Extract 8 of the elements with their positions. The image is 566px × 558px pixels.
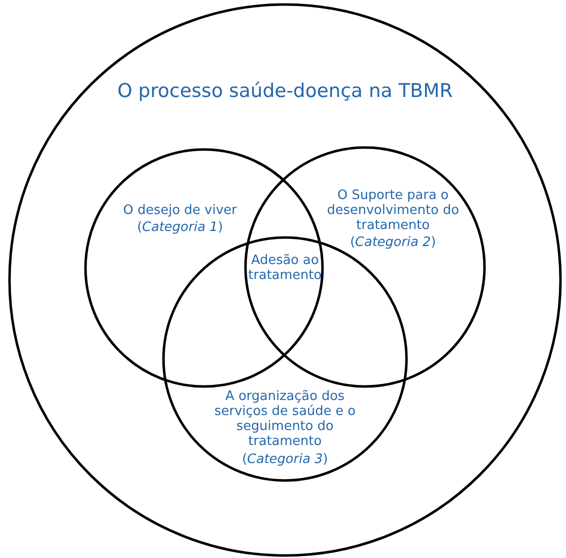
- set-label: O Suporte para o desenvolvimento do tratamento: [326, 188, 460, 233]
- category-label: (Categoria 2): [349, 235, 437, 250]
- category-label: (Categoria 1): [136, 220, 224, 235]
- set-label: O desejo de viver: [122, 203, 238, 218]
- intersection-label: Adesão ao tratamento: [247, 253, 323, 283]
- category-label: (Categoria 3): [241, 452, 329, 467]
- set-label: O processo saúde-doença na TBMR: [116, 80, 454, 102]
- set-label: A organização dos serviços de saúde e o seguimento do tratamento: [213, 389, 357, 449]
